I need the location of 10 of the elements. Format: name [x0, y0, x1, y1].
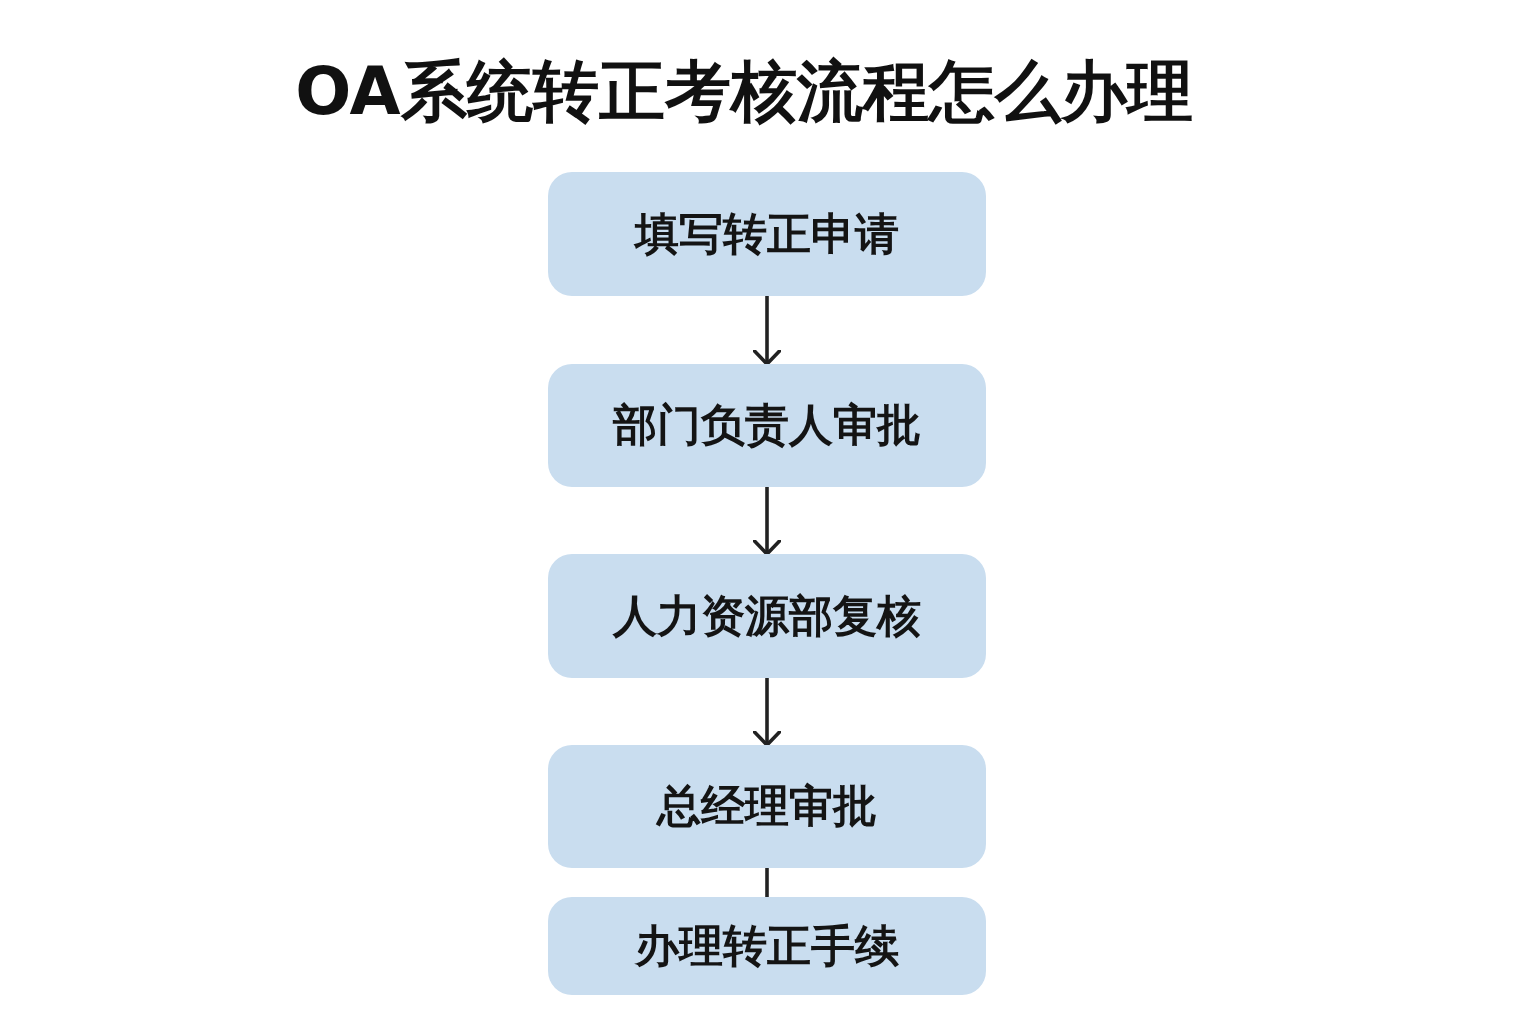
title: OA系统转正考核流程怎么办理: [295, 52, 1193, 132]
arrow: [752, 296, 782, 366]
process-box: 部门负责人审批: [548, 364, 986, 487]
connector-line: [765, 868, 769, 897]
process-box: 人力资源部复核: [548, 554, 986, 678]
arrow: [752, 487, 782, 556]
process-box: 填写转正申请: [548, 172, 986, 296]
process-box: 办理转正手续: [548, 897, 986, 995]
process-box: 总经理审批: [548, 745, 986, 868]
arrow: [752, 678, 782, 747]
